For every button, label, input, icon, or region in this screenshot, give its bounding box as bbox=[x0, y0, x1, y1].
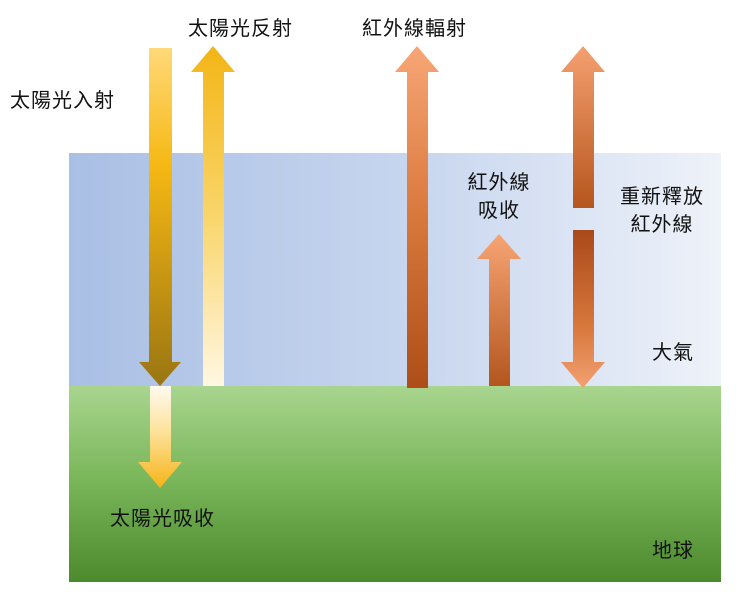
atmosphere-band bbox=[69, 153, 721, 386]
solar-reflected-arrow bbox=[191, 46, 235, 386]
label-ir-absorbed-line1: 紅外線 bbox=[467, 170, 531, 194]
label-solar-reflected: 太陽光反射 bbox=[188, 16, 293, 40]
label-ir-absorbed-line2: 吸收 bbox=[478, 198, 520, 222]
earth-ground bbox=[69, 386, 721, 582]
solar-incoming-arrow bbox=[139, 48, 181, 386]
label-ir-absorbed: 紅外線 吸收 bbox=[450, 168, 548, 224]
label-earth: 地球 bbox=[652, 538, 694, 562]
solar-absorbed-arrow bbox=[138, 386, 182, 488]
ir-absorbed-arrow bbox=[477, 234, 521, 386]
reemit-down-arrow bbox=[561, 230, 605, 388]
label-atmosphere: 大氣 bbox=[652, 340, 694, 364]
label-solar-absorbed: 太陽光吸收 bbox=[110, 506, 215, 530]
ir-radiation-arrow bbox=[395, 46, 439, 388]
label-reemit-line2: 紅外線 bbox=[630, 212, 694, 236]
label-reemit-ir: 重新釋放 紅外線 bbox=[604, 182, 720, 238]
label-ir-radiation: 紅外線輻射 bbox=[362, 16, 467, 40]
reemit-up-arrow bbox=[561, 46, 605, 208]
label-reemit-line1: 重新釋放 bbox=[620, 184, 704, 208]
label-solar-incoming: 太陽光入射 bbox=[10, 88, 115, 112]
